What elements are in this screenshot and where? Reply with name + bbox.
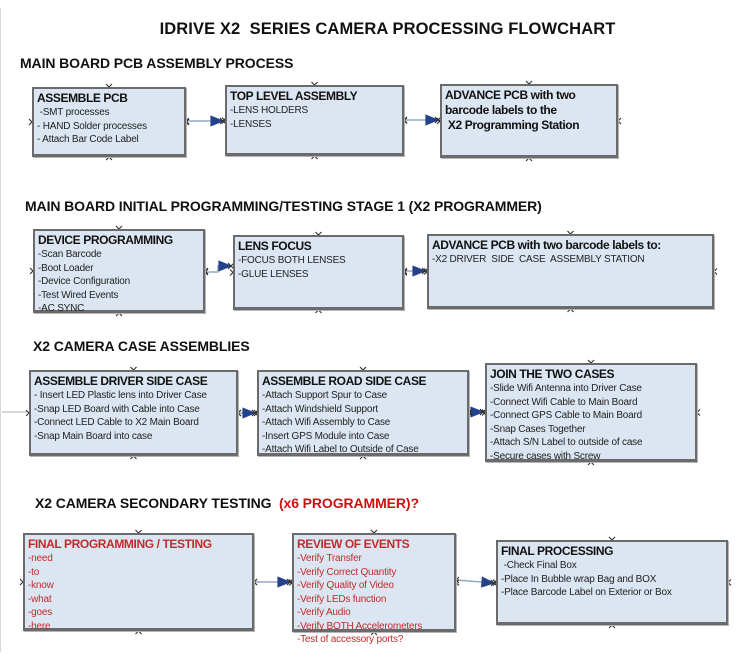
flow-box-assemble-road-side-case: ASSEMBLE ROAD SIDE CASE -Attach Support … <box>257 370 469 456</box>
section-heading-initial-programming: MAIN BOARD INITIAL PROGRAMMING/TESTING S… <box>25 198 542 214</box>
box-items: -FOCUS BOTH LENSES -GLUE LENSES <box>238 254 399 281</box>
step-item: -Attach Support Spur to Case <box>262 390 388 401</box>
flow-box-device-programming: DEVICE PROGRAMMING -Scan Barcode -Boot L… <box>33 229 205 316</box>
flow-box-final-processing: FINAL PROCESSING -Check Final Box -Place… <box>496 540 728 625</box>
box-title: REVIEW OF EVENTS <box>297 537 410 551</box>
flow-box-top-level-assembly: TOP LEVEL ASSEMBLY -LENS HOLDERS -LENSES <box>225 85 404 156</box>
step-item: -Attach Wifi Assembly to Case <box>262 417 391 428</box>
step-item: -need <box>28 553 53 564</box>
box-title: ADVANCE PCB with two barcode labels to t… <box>445 88 580 132</box>
section-heading-text: X2 CAMERA CASE ASSEMBLIES <box>33 338 250 354</box>
box-title: ASSEMBLE DRIVER SIDE CASE <box>34 374 208 388</box>
box-items: -LENS HOLDERS -LENSES <box>230 104 399 131</box>
box-title: FINAL PROGRAMMING / TESTING <box>28 537 212 551</box>
section-heading-pcb-assembly: MAIN BOARD PCB ASSEMBLY PROCESS <box>20 55 293 71</box>
box-title: ADVANCE PCB with two barcode labels to: <box>432 238 661 252</box>
step-item: -Verify Transfer <box>297 553 362 564</box>
step-item: -LENS HOLDERS <box>230 105 308 116</box>
flow-box-assemble-driver-side-case: ASSEMBLE DRIVER SIDE CASE - Insert LED P… <box>29 370 238 456</box>
page-title: IDRIVE X2 SERIES CAMERA PROCESSING FLOWC… <box>159 20 616 38</box>
step-item: -LENSES <box>230 118 272 130</box>
step-item: -Slide Wifi Antenna into Driver Case <box>490 383 642 394</box>
step-item: -Verify LEDs function <box>297 593 387 605</box>
step-item: -Snap Main Board into case <box>34 430 153 442</box>
section-heading-text: MAIN BOARD PCB ASSEMBLY PROCESS <box>20 55 294 71</box>
box-title: DEVICE PROGRAMMING <box>38 233 173 247</box>
step-item: -here <box>28 620 51 632</box>
step-item: -FOCUS BOTH LENSES <box>238 255 346 266</box>
box-title: TOP LEVEL ASSEMBLY <box>230 89 358 103</box>
box-items: -Slide Wifi Antenna into Driver Case -Co… <box>490 382 692 463</box>
step-item: -Connect LED Cable to X2 Main Board <box>34 417 199 428</box>
section-heading-case-assemblies: X2 CAMERA CASE ASSEMBLIES <box>33 338 250 354</box>
step-item: -Attach Wifi Label to Outside of Case <box>262 444 419 455</box>
step-item: -Test of accessory ports? <box>297 634 404 645</box>
step-item: - Insert LED Plastic lens into Driver Ca… <box>34 390 207 401</box>
box-title: ASSEMBLE ROAD SIDE CASE <box>262 374 427 388</box>
box-items: -need -to -know -what -goes -here <box>28 552 249 633</box>
step-item: -know <box>28 580 54 591</box>
step-item: -Test Wired Events <box>38 289 119 301</box>
step-item: -Secure cases with Screw <box>490 450 601 462</box>
box-items: -Scan Barcode -Boot Loader -Device Confi… <box>38 248 200 316</box>
step-item: -Verify Quality of Video <box>297 580 394 591</box>
step-item: - HAND Solder processes <box>37 120 147 132</box>
step-item: -what <box>28 593 52 605</box>
step-item: -Verify BOTH Accelerometers <box>297 620 423 632</box>
section-heading-text: MAIN BOARD INITIAL PROGRAMMING/TESTING S… <box>25 198 542 214</box>
flow-box-final-programming-testing: FINAL PROGRAMMING / TESTING -need -to -k… <box>23 533 254 633</box>
box-title: LENS FOCUS <box>238 239 312 253</box>
step-item: -Insert GPS Module into Case <box>262 430 390 442</box>
step-item: -Place Barcode Label on Exterior or Box <box>501 587 672 598</box>
step-item: -Place In Bubble wrap Bag and BOX <box>501 573 657 585</box>
step-item: -AC SYNC <box>38 303 85 314</box>
box-items: -Attach Support Spur to Case -Attach Win… <box>262 389 464 457</box>
box-items: - Insert LED Plastic lens into Driver Ca… <box>34 389 233 443</box>
section-heading-text: X2 CAMERA SECONDARY TESTING <box>35 495 272 511</box>
box-items: -Check Final Box -Place In Bubble wrap B… <box>501 559 723 600</box>
flow-box-advance-to-case-assembly: ADVANCE PCB with two barcode labels to: … <box>427 234 714 309</box>
step-item: -Scan Barcode <box>38 249 102 260</box>
pane-edge-line <box>0 8 1 652</box>
section-heading-red-text: (x6 PROGRAMMER)? <box>271 495 419 511</box>
flow-box-lens-focus: LENS FOCUS -FOCUS BOTH LENSES -GLUE LENS… <box>233 235 404 310</box>
flow-box-review-of-events: REVIEW OF EVENTS -Verify Transfer -Verif… <box>292 533 456 645</box>
step-item: -Snap Cases Together <box>490 423 586 435</box>
box-items: -X2 DRIVER SIDE CASE ASSEMBLY STATION <box>432 253 709 267</box>
step-item: -SMT processes <box>37 107 110 118</box>
step-item: -Verify Audio <box>297 607 351 618</box>
flow-box-join-the-two-cases: JOIN THE TWO CASES -Slide Wifi Antenna i… <box>485 363 697 462</box>
step-item: -to <box>28 566 40 578</box>
step-item: -GLUE LENSES <box>238 268 309 280</box>
step-item: -Connect GPS Cable to Main Board <box>490 410 643 421</box>
step-item: -Verify Correct Quantity <box>297 566 397 578</box>
step-item: -Check Final Box <box>501 560 577 571</box>
step-item: -Snap LED Board with Cable into Case <box>34 403 200 415</box>
step-item: -Connect Wifi Cable to Main Board <box>490 396 638 408</box>
step-item: -Device Configuration <box>38 276 130 287</box>
box-items: -SMT processes - HAND Solder processes -… <box>37 106 181 147</box>
box-title: JOIN THE TWO CASES <box>490 367 615 381</box>
step-item: -Boot Loader <box>38 262 94 274</box>
box-title: ASSEMBLE PCB <box>37 91 128 105</box>
section-heading-secondary-testing: X2 CAMERA SECONDARY TESTING (x6 PROGRAMM… <box>35 495 419 511</box>
step-item: -goes <box>28 607 53 618</box>
step-item: -Attach S/N Label to outside of case <box>490 437 643 448</box>
step-item: -X2 DRIVER SIDE CASE ASSEMBLY STATION <box>432 254 645 265</box>
box-items: -Verify Transfer -Verify Correct Quantit… <box>297 552 451 647</box>
flow-box-advance-to-programming-station: ADVANCE PCB with two barcode labels to t… <box>440 84 618 158</box>
step-item: - Attach Bar Code Label <box>37 134 139 145</box>
box-title: FINAL PROCESSING <box>501 544 614 558</box>
step-item: -Attach Windshield Support <box>262 403 378 415</box>
flow-box-assemble-pcb: ASSEMBLE PCB -SMT processes - HAND Solde… <box>32 87 186 157</box>
